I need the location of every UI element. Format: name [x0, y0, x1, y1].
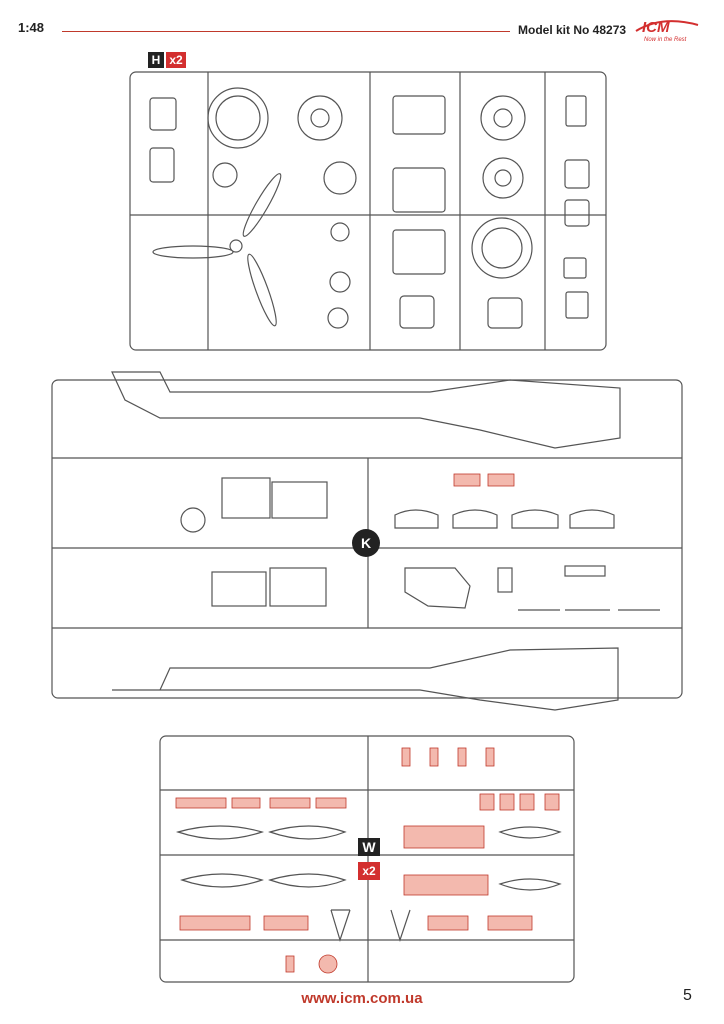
page-number: 5 — [683, 987, 692, 1004]
scale-label: 1:48 — [18, 20, 45, 35]
sprue-h-letter: H — [148, 52, 164, 68]
brand-logo: ICM Now in the Rest — [632, 17, 704, 55]
kit-number: Model kit No 48273 — [518, 23, 627, 37]
logo-swoosh-icon — [635, 20, 699, 32]
header-rule — [62, 31, 510, 32]
logo-tagline: Now in the Rest — [644, 37, 687, 43]
sprue-k-letter: K — [352, 529, 380, 557]
footer-url: www.icm.com.ua — [301, 990, 423, 1007]
sprue-w-letter: W — [358, 838, 380, 856]
sprue-w-quantity: x2 — [358, 862, 380, 880]
sprue-h-quantity: x2 — [166, 52, 186, 68]
logo-brand-text: ICM — [642, 19, 670, 36]
